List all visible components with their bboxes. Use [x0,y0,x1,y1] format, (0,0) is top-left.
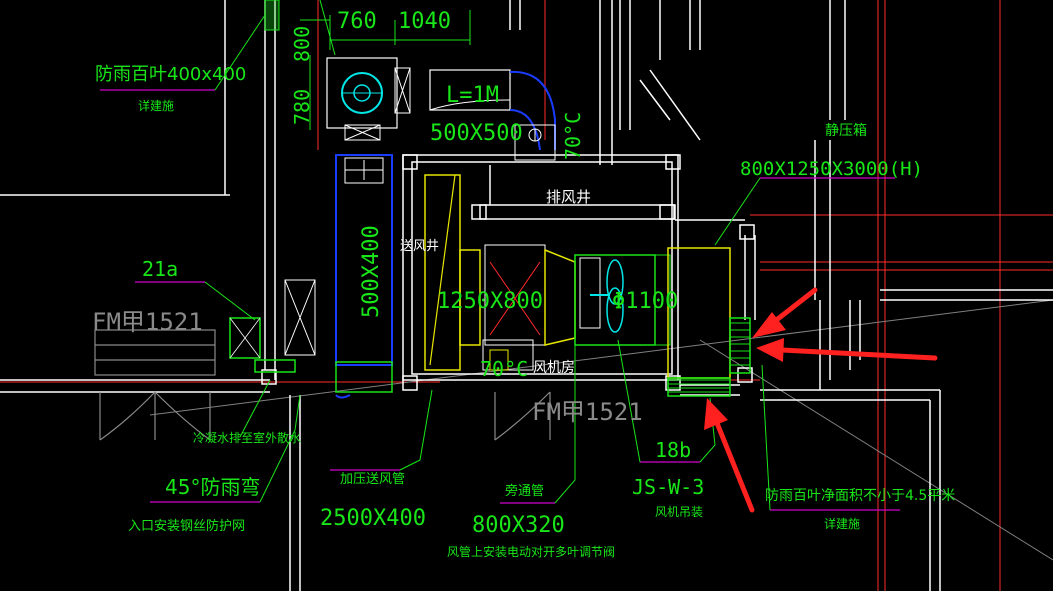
pressurize-duct-label: 加压送风管 [340,472,405,487]
louver-size-label: 防雨百叶400x400 [95,64,246,85]
static-pressure-box [667,247,751,397]
pressurize-size-label: 2500X400 [320,506,426,531]
condensate-note: 冷凝水排至室外散水 [193,430,301,445]
supply-shaft-label: 送风井 [400,239,439,254]
red-annotation-arrows [704,287,938,513]
see-arch-label-2: 详建施 [824,516,860,531]
dim-1040-label: 1040 [398,9,451,34]
louver-area-note: 防雨百叶净面积不小于4.5平米 [765,488,955,504]
door-fm-left [94,329,216,441]
fan-hanger-label: 风机吊装 [655,505,703,519]
dim-800-label: 800 [290,26,314,62]
rain-elbow-label: 45°防雨弯 [165,475,260,499]
dim-780-label: 780 [290,89,314,125]
leader-lines [204,0,771,511]
damper-70c-label: 70°C [480,357,528,381]
valve-note: 风管上安装电动对开多叶调节阀 [447,544,615,559]
centrifugal-fan-box [326,57,556,161]
door-fm2-label: FM甲1521 [532,398,643,426]
fan-room-label: 风机房 [533,360,575,376]
duct-500x500-label: 500X500 [430,121,523,146]
rain-louver-top [264,0,280,31]
labels-layer: 760 1040 800 780 防雨百叶400x400 详建施 L=1M 50… [92,9,955,559]
duct-l1m-label: L=1M [446,83,499,108]
fan-unit-assembly [482,244,671,371]
fire-damper-temp-label: 70°C [561,112,585,160]
duct-1250x800-label: 1250X800 [437,289,543,314]
static-box-title: 静压箱 [825,123,867,139]
fan-phi-label: Φ1100 [612,289,678,314]
tag-18b: 18b [655,438,691,462]
mesh-note: 入口安装钢丝防护网 [128,518,245,534]
static-box-size: 800X1250X3000(H) [740,158,923,180]
pressurized-shaft-equipment [424,174,481,371]
condensate-equipment [229,279,316,373]
tag-21a: 21a [142,257,178,281]
equip-code-label: JS-W-3 [632,475,704,499]
exhaust-shaft-label: 排风井 [546,188,591,206]
duct-500x400 [335,154,393,399]
dim-760-label: 760 [337,9,377,34]
bypass-duct-label: 旁通管 [505,483,544,499]
door-fm-right [494,391,551,441]
see-arch-label-1: 详建施 [138,98,174,113]
door-fm1-label: FM甲1521 [92,308,203,336]
gray-diagonal-line-2 [699,339,1053,561]
bypass-size-label: 800X320 [472,513,565,538]
duct-500x400-label: 500X400 [359,225,384,318]
label-underlines [100,89,900,511]
